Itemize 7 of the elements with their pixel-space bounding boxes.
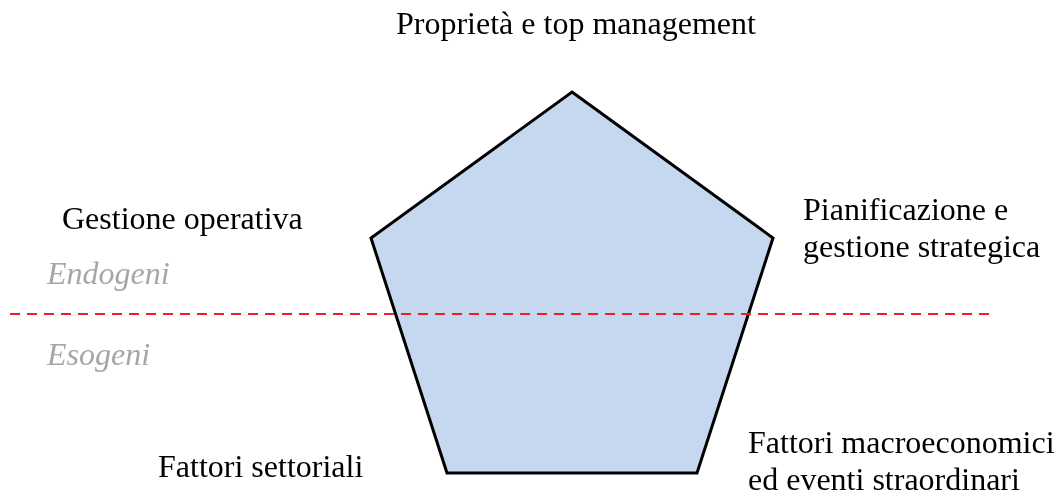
vertex-label: Gestione operativa bbox=[62, 200, 303, 237]
zone-label: Esogeni bbox=[47, 336, 151, 373]
vertex-label: Pianificazione e gestione strategica bbox=[803, 191, 1042, 265]
zone-label: Endogeni bbox=[47, 255, 170, 292]
vertex-label: Proprietà e top management bbox=[396, 5, 756, 42]
vertex-label: Fattori macroeconomici ed eventi straordinari bbox=[748, 424, 1056, 497]
vertex-label: Fattori settoriali bbox=[158, 448, 364, 485]
